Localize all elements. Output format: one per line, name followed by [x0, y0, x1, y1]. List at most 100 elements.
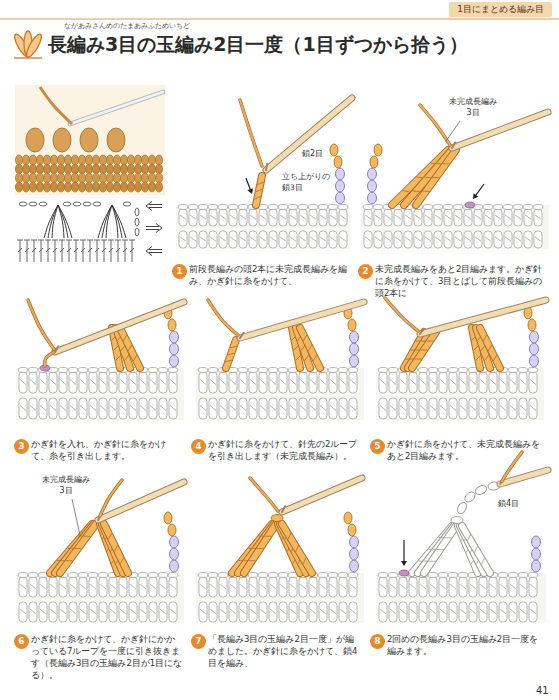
top-loop: [178, 205, 188, 210]
stitch-twist: [350, 405, 356, 410]
step-caption: 「長編み3目の玉編み2目一度」が編めました。かぎ針に糸をかけて、鎖4目を編み、: [208, 634, 360, 670]
fabric-ground: [361, 205, 549, 249]
direction-arrow: [246, 178, 251, 190]
stitch-post: [199, 577, 207, 597]
stitch-twist: [230, 405, 236, 410]
stitch-twist: [400, 584, 406, 589]
stitch-twist: [350, 379, 356, 384]
chain-loop: [368, 192, 377, 204]
fabric: [16, 573, 184, 624]
stitch-post: [534, 209, 542, 226]
stitch-post: [339, 398, 347, 419]
stitch-wrap: [424, 177, 431, 179]
working-yarn: [208, 300, 238, 335]
stitch-twist: [80, 609, 86, 614]
chain-loop: [330, 144, 338, 156]
stitch-post: [149, 372, 157, 393]
photo-stitch: [57, 164, 64, 174]
top-loop: [453, 205, 463, 210]
top-loop: [328, 368, 338, 373]
treble-symbol: [31, 240, 37, 262]
stitch-wrap: [133, 355, 137, 361]
stitch-twist: [50, 584, 56, 589]
stitch-wrap: [264, 536, 271, 537]
treble-symbol: [129, 240, 135, 262]
stitch-post: [454, 209, 462, 226]
chain-loop: [532, 536, 541, 548]
top-loop: [68, 368, 78, 373]
chain-loop: [344, 512, 352, 524]
stitch-post: [279, 398, 287, 419]
photo-stitch: [99, 182, 106, 192]
stitch-post: [19, 577, 27, 597]
top-loop: [493, 205, 503, 210]
hook-edge: [282, 478, 362, 512]
stitch-post: [384, 231, 392, 248]
photo-stitch: [71, 164, 78, 174]
stitch-wrap: [308, 345, 312, 351]
stitch-wrap: [422, 191, 429, 192]
stitch-twist: [160, 584, 166, 589]
stitch-post: [59, 577, 67, 597]
stitch-post: [219, 372, 227, 393]
stitch-wrap: [257, 182, 264, 185]
stitch-twist: [290, 584, 296, 589]
photo-stitch: [78, 182, 85, 192]
photo-stitch: [134, 155, 141, 165]
top-loop: [98, 573, 108, 578]
top-loop: [278, 368, 288, 373]
stitch-twist: [210, 584, 216, 589]
top-loop: [513, 205, 523, 210]
stitch-twist: [240, 379, 246, 384]
photo-stitch: [141, 182, 148, 192]
hook-fill: [98, 482, 184, 520]
stitch-edge: [416, 150, 456, 205]
top-loop: [68, 573, 78, 578]
chain-loop: [170, 355, 179, 367]
stitch-post: [119, 372, 127, 393]
stitch-twist: [525, 215, 531, 219]
stitch-post: [469, 577, 477, 597]
stitch-twist: [320, 215, 326, 219]
top-loop: [28, 368, 38, 373]
top-loop: [288, 205, 298, 210]
treble-symbol: [45, 240, 51, 262]
hook-edge: [420, 300, 546, 334]
step-caption: 2回めの長編み3目の玉編み2目一度を編みます。: [387, 634, 545, 658]
photo-stitch: [113, 182, 120, 192]
stitch-post: [109, 372, 117, 393]
stitch-wrap: [124, 355, 128, 361]
stitch-post: [89, 372, 97, 393]
stitch-twist: [510, 379, 516, 384]
stitch-post: [509, 602, 517, 622]
crochet-hook: [282, 478, 362, 512]
stitch-post: [329, 372, 337, 393]
stitch-fill: [120, 328, 140, 368]
top-loop: [158, 573, 168, 578]
stitch-twist: [405, 215, 411, 219]
photo-stitch: [85, 164, 92, 174]
stitch-fill: [412, 332, 436, 368]
step-number-text: 5: [374, 441, 380, 452]
photo-stitch: [15, 182, 22, 192]
stitch-post: [219, 577, 227, 597]
stitch-twist: [150, 609, 156, 614]
stitch-twist: [220, 584, 226, 589]
stitch-twist: [465, 215, 471, 219]
stitch-post: [519, 577, 527, 597]
step-caption: かぎ針に糸をかけて、針先の2ループを引き出します（未完成長編み）。: [208, 439, 360, 463]
treble-symbol: [66, 240, 72, 262]
stitch-twist: [320, 584, 326, 589]
chain-loop: [350, 343, 359, 355]
bobble-icon-petal: [24, 32, 44, 59]
chain-loop: [370, 156, 378, 168]
stitch-twist: [70, 609, 76, 614]
crochet-hook: [98, 482, 184, 520]
treble-stitch: [104, 524, 128, 573]
title-reading: ながあみさんめのたまあみふためいちど: [64, 22, 190, 32]
stitch-twist: [510, 405, 516, 410]
crochet-hook: [452, 112, 548, 148]
photo-stitch: [113, 155, 120, 165]
stitch-post: [349, 398, 357, 419]
stitch-twist: [140, 379, 146, 384]
